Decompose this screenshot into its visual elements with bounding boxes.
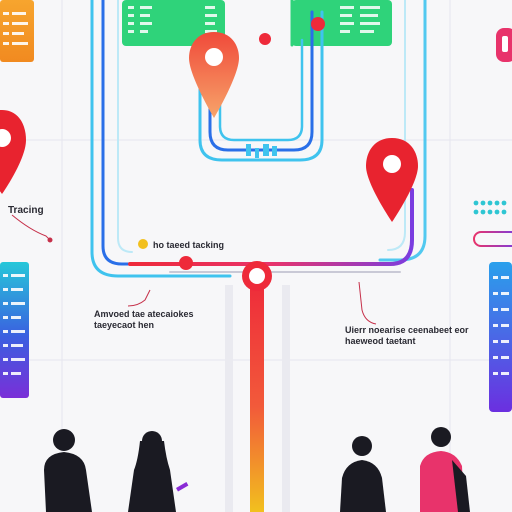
top-right-green-panel <box>292 0 392 46</box>
upper-loop-routes <box>198 0 324 162</box>
right-data-panel <box>489 262 512 412</box>
person-silhouette-icon <box>420 427 470 512</box>
route-node-icon <box>138 17 325 270</box>
caption-leader-lines <box>11 214 377 325</box>
person-silhouette-icon <box>128 431 189 512</box>
map-pin-icon <box>189 32 239 118</box>
map-pin-icon <box>366 138 418 222</box>
person-silhouette-icon <box>340 436 386 512</box>
right-toggle-pill <box>473 231 512 247</box>
outer-loop-routes <box>90 0 427 278</box>
tracking-heading: ho taeed tacking <box>153 240 225 250</box>
left-caption: Amvoed tae atecaiokes taeyecaot hen <box>94 309 194 330</box>
main-vertical-line <box>225 278 290 512</box>
horizontal-transit-line <box>128 188 414 273</box>
tracing-label: Tracing <box>8 205 44 216</box>
right-indicator-dots <box>473 200 507 215</box>
right-caption: Uierr noearise ceenabeet eor haeweod tae… <box>345 325 469 346</box>
top-left-green-panel <box>122 0 225 46</box>
left-data-panel <box>0 262 29 398</box>
map-pin-icon <box>0 110 26 194</box>
person-silhouette-icon <box>44 429 92 512</box>
top-left-orange-panel <box>0 0 34 62</box>
central-route-node <box>242 261 272 291</box>
top-right-badge <box>496 28 512 62</box>
